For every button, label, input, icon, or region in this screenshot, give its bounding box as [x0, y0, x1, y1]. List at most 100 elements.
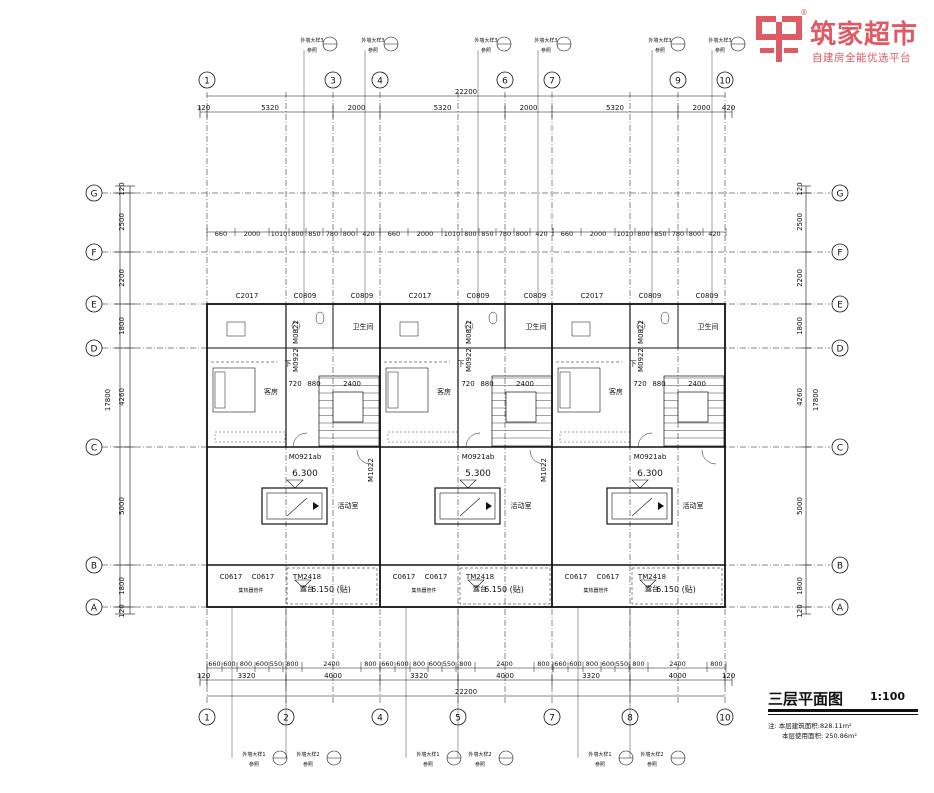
stair-icon — [663, 375, 725, 447]
door-swing-icon — [637, 432, 653, 448]
door-swing-icon — [701, 449, 717, 465]
axis-label-right: C — [837, 444, 843, 454]
window-label: C0617 — [220, 573, 243, 581]
axis-label-left: C — [91, 444, 97, 454]
dim-side-label: 1800 — [796, 577, 804, 595]
note-label: 集热器管件 — [411, 587, 436, 594]
elevation-mark-icon — [467, 579, 485, 589]
axis-label-left: A — [91, 604, 98, 614]
toilet-icon — [315, 311, 325, 325]
axis-label-right: F — [837, 249, 842, 259]
window-label: C2017 — [581, 292, 604, 300]
dim-detail-label: 850 — [654, 230, 666, 238]
room-label: 卫生间 — [698, 322, 719, 331]
stair-well — [505, 391, 537, 423]
outer-wall — [206, 303, 726, 608]
dim-segment-label: 5320 — [261, 104, 279, 112]
dim-side-label: 120 — [118, 182, 126, 195]
door-label: M0921ab — [462, 453, 495, 461]
dim-detail-label: 800 — [240, 660, 252, 668]
callout-label: 外墙大样2 — [296, 751, 319, 758]
callout-label: 外墙大样1 — [242, 751, 265, 758]
dim-detail-label: 660 — [388, 230, 400, 238]
callout-label: 外墙大样3 — [361, 37, 384, 44]
door-label: M0921ab — [289, 453, 322, 461]
window-label: C0809 — [524, 292, 547, 300]
table-top — [611, 492, 668, 520]
axis-bubble-right — [831, 295, 849, 313]
axis-bubble-right — [831, 243, 849, 261]
dim-detail-label: 780 — [499, 230, 511, 238]
axis-bubble-right — [831, 438, 849, 456]
dim-detail-label: 780 — [672, 230, 684, 238]
callout-label: 外墙大样3 — [708, 37, 731, 44]
axis-bubble-left — [85, 556, 103, 574]
table-icon — [434, 487, 501, 525]
title-block: 三层平面图 1:100 注: 本层建筑面积:828.11m² 本层使用面积: 2… — [768, 688, 928, 748]
dim-segment-label: 3320 — [410, 672, 428, 680]
axis-bubble-left — [85, 339, 103, 357]
window-label: C0617 — [565, 573, 588, 581]
basin-icon — [291, 321, 301, 331]
dim-label: 2400 — [343, 380, 361, 388]
dim-label: 720 — [633, 380, 646, 388]
pillow-icon — [214, 371, 226, 409]
axis-bubble-left — [85, 598, 103, 616]
window-label: C2017 — [409, 292, 432, 300]
dim-detail-label: 600 — [223, 660, 235, 668]
door-label: M0922 — [465, 348, 473, 372]
stair-icon — [491, 375, 553, 447]
window-label: C2017 — [236, 292, 259, 300]
brand-name: 筑家超市 — [810, 20, 919, 50]
dim-total-label: 22200 — [455, 688, 477, 696]
callout-sub: 参照 — [303, 761, 313, 768]
callout-sub: 参照 — [423, 761, 433, 768]
dim-label: 880 — [307, 380, 320, 388]
dim-side-label: 1800 — [118, 317, 126, 335]
dim-segment-label: 4000 — [669, 672, 687, 680]
dim-side-total: 17800 — [812, 389, 820, 411]
dim-detail-label: 660 — [208, 660, 220, 668]
brand-logo: ® 筑家超市 自建房全能优选平台 — [752, 8, 932, 68]
axis-bubble-top — [371, 71, 389, 89]
room-label: 活动室 — [683, 501, 704, 510]
dim-detail-label: 600 — [256, 660, 268, 668]
door-label: TM2418 — [637, 573, 666, 581]
dim-segment-label: 420 — [722, 104, 735, 112]
door-label: M1022 — [367, 458, 375, 482]
axis-label-left: F — [91, 249, 96, 259]
dim-side-label: 5000 — [796, 497, 804, 515]
callout-sub: 参照 — [249, 761, 259, 768]
axis-label-right: A — [837, 604, 844, 614]
registered-mark: ® — [800, 8, 808, 17]
dim-detail-label: 800 — [464, 230, 476, 238]
bed-icon — [557, 367, 601, 413]
callout-sub: 参照 — [368, 47, 378, 54]
window-label: C0617 — [425, 573, 448, 581]
dim-detail-label: 550 — [616, 660, 628, 668]
callout-sub: 参照 — [307, 47, 317, 54]
axis-bubble-right — [831, 339, 849, 357]
dim-detail-label: 800 — [413, 660, 425, 668]
toilet-icon — [660, 311, 670, 325]
axis-bubble-right — [831, 598, 849, 616]
axis-bubble-left — [85, 438, 103, 456]
elevation-label: 6.150 (贴) — [656, 584, 696, 594]
dim-detail-label: 550 — [270, 660, 282, 668]
dim-total-label: 22200 — [455, 88, 477, 96]
pillow-icon — [559, 371, 571, 409]
axis-label-bottom: 7 — [549, 714, 555, 724]
chair-icon — [571, 321, 591, 337]
dim-detail-label: 2000 — [244, 230, 261, 238]
door-label: TM2418 — [292, 573, 321, 581]
brand-tagline: 自建房全能优选平台 — [812, 52, 911, 64]
axis-bubble-left — [85, 184, 103, 202]
dim-detail-label: 660 — [561, 230, 573, 238]
dim-detail-label: 800 — [537, 660, 549, 668]
dim-detail-label: 800 — [459, 660, 471, 668]
stair-well — [332, 391, 364, 423]
callout-label: 外墙大样2 — [640, 751, 663, 758]
